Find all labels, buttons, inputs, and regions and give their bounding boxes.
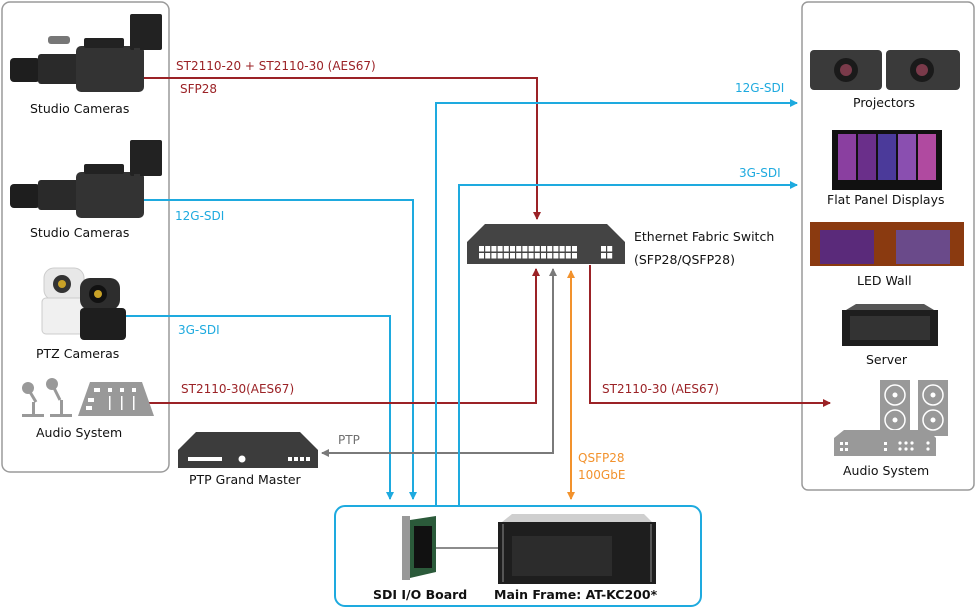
line-ptz-sdi <box>122 315 394 500</box>
line-audio-in-ip <box>145 268 540 404</box>
projector-icon <box>810 50 960 90</box>
device-label-audio-in: Audio System <box>36 425 123 440</box>
left-device-panel <box>1 1 170 473</box>
conn-label-ptz-sdi: 3G-SDI <box>178 323 220 337</box>
switch-port <box>497 246 503 252</box>
ptp-grand-master-label: PTP Grand Master <box>189 472 301 487</box>
switch-port <box>553 246 559 252</box>
device-label-flat-panel: Flat Panel Displays <box>827 192 945 207</box>
line-cam2-sdi <box>130 199 417 500</box>
switch-port <box>485 253 491 259</box>
conn-label-ptp: PTP <box>338 433 360 447</box>
conn-sublabel-cam1-ip: SFP28 <box>180 82 218 96</box>
line-out-3g <box>458 181 798 506</box>
switch-port <box>572 253 577 259</box>
broadcast-camera-icon <box>10 140 162 218</box>
switch-uplink-port <box>607 253 613 259</box>
device-label-audio-out: Audio System <box>843 463 930 478</box>
sdi-io-board-icon <box>402 516 436 580</box>
switch-port <box>522 246 528 252</box>
device-label-studio-cam-2: Studio Cameras <box>30 225 130 240</box>
switch-port <box>565 246 571 252</box>
device-label-server: Server <box>866 352 907 367</box>
ptp-grand-master-icon <box>178 432 318 468</box>
device-label-projectors: Projectors <box>853 95 916 110</box>
device-label-ptz-cam: PTZ Cameras <box>36 346 120 361</box>
switch-uplink-port <box>607 246 613 252</box>
switch-port <box>565 253 571 259</box>
switch-uplink-port <box>601 253 606 259</box>
switch-port <box>491 253 497 259</box>
led-wall-icon <box>810 222 964 266</box>
main-frame-icon <box>498 514 656 584</box>
conn-sublabel-qsfp: 100GbE <box>578 468 626 482</box>
switch-port <box>534 253 540 259</box>
switch-port <box>479 246 484 252</box>
conn-label-audio-out-ip: ST2110-30 (AES67) <box>602 382 719 396</box>
switch-port <box>528 246 534 252</box>
switch-port <box>547 246 553 252</box>
device-label-studio-cam-1: Studio Cameras <box>30 101 130 116</box>
conn-label-out-3g: 3G-SDI <box>739 166 781 180</box>
speaker-system-icon <box>834 380 948 456</box>
switch-port <box>510 253 515 259</box>
switch-port <box>497 253 503 259</box>
switch-port <box>547 253 553 259</box>
switch-port <box>516 246 522 252</box>
switch-port <box>522 253 528 259</box>
line-cam1-ip <box>129 74 538 216</box>
switch-port <box>510 246 515 252</box>
switch-port <box>553 253 559 259</box>
switch-port <box>479 253 484 259</box>
switch-port <box>485 246 491 252</box>
line-ptp <box>321 269 554 457</box>
switch-port <box>572 246 577 252</box>
line-audio-out-ip <box>589 265 831 407</box>
switch-port <box>559 246 565 252</box>
conn-label-out-12g: 12G-SDI <box>735 81 785 95</box>
conn-label-cam1-ip: ST2110-20 + ST2110-30 (AES67) <box>176 59 376 73</box>
device-label-led-wall: LED Wall <box>857 273 912 288</box>
ethernet-switch-icon <box>467 224 625 264</box>
line-out-12g <box>435 99 798 506</box>
broadcast-camera-icon <box>10 14 162 92</box>
main-frame-label: Main Frame: AT-KC200* <box>494 587 658 602</box>
conn-label-cam2-sdi: 12G-SDI <box>175 209 225 223</box>
switch-title: Ethernet Fabric Switch <box>634 229 775 244</box>
mixer-microphone-icon <box>22 378 154 417</box>
switch-port <box>541 253 546 259</box>
sdi-io-board-label: SDI I/O Board <box>373 587 468 602</box>
switch-port <box>528 253 534 259</box>
conn-label-qsfp: QSFP28 <box>578 451 625 465</box>
server-icon <box>842 304 938 346</box>
switch-port <box>491 246 497 252</box>
switch-port <box>503 253 509 259</box>
switch-port <box>534 246 540 252</box>
switch-port <box>516 253 522 259</box>
flat-panel-icon <box>832 130 942 190</box>
switch-uplink-port <box>601 246 606 252</box>
switch-port <box>503 246 509 252</box>
conn-label-audio-in-ip: ST2110-30(AES67) <box>181 382 295 396</box>
switch-port <box>559 253 565 259</box>
ptz-camera-icon <box>41 267 126 340</box>
switch-port <box>541 246 546 252</box>
switch-subtitle: (SFP28/QSFP28) <box>634 252 735 267</box>
